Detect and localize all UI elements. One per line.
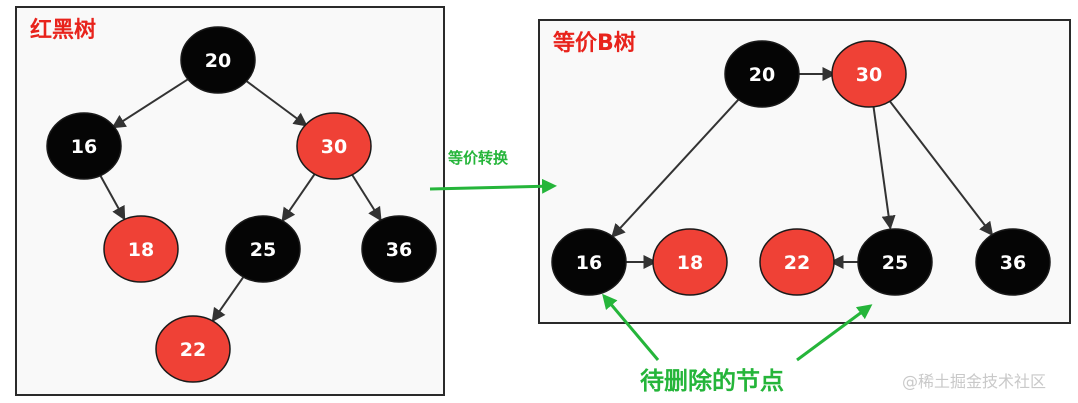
node-circle-30	[296, 112, 372, 180]
node-label-16: 16	[71, 136, 97, 158]
node-36: 36	[975, 228, 1051, 296]
delete-arrow-16	[602, 293, 660, 361]
red-black-tree-edges	[97, 75, 382, 323]
node-label-16: 16	[576, 252, 602, 274]
node-circle-16	[551, 228, 627, 296]
red-black-tree-title: 红黑树	[30, 17, 96, 43]
edge-20-to-16	[611, 95, 743, 239]
node-label-36: 36	[1000, 252, 1026, 274]
node-label-22: 22	[784, 252, 810, 274]
node-circle-20	[724, 40, 800, 108]
node-label-30: 30	[321, 136, 347, 158]
node-25: 25	[857, 228, 933, 296]
node-20: 20	[180, 26, 256, 94]
node-label-25: 25	[882, 252, 908, 274]
node-label-25: 25	[250, 239, 276, 261]
red-black-tree-nodes: 20 16 30 18 25 36 22	[46, 26, 437, 383]
edge-30-to-36	[886, 97, 994, 237]
node-circle-20	[180, 26, 256, 94]
b-tree-nodes: 20 30 16 18 22 25 36	[551, 40, 1051, 296]
node-label-20: 20	[749, 64, 775, 86]
node-30: 30	[296, 112, 372, 180]
node-label-20: 20	[205, 50, 231, 72]
node-circle-22	[155, 315, 231, 383]
edge-25-to-22	[211, 273, 247, 323]
delete-label: 待删除的节点	[640, 367, 784, 395]
node-16: 16	[46, 112, 122, 180]
node-25: 25	[225, 215, 301, 283]
node-circle-36	[975, 228, 1051, 296]
edge-30-to-25	[281, 170, 318, 223]
node-circle-25	[857, 228, 933, 296]
edge-16-to-18	[97, 171, 126, 221]
edge-20-to-16	[111, 75, 194, 129]
node-circle-25	[225, 215, 301, 283]
node-circle-18	[652, 228, 728, 296]
edge-30-to-25	[872, 103, 896, 230]
node-label-22: 22	[180, 339, 206, 361]
node-30: 30	[831, 40, 907, 108]
node-circle-36	[361, 215, 437, 283]
transform-arrow	[429, 178, 557, 194]
b-tree-title: 等价B树	[553, 30, 636, 56]
edge-20-to-30	[241, 77, 308, 127]
node-label-36: 36	[386, 239, 412, 261]
node-18: 18	[103, 215, 179, 283]
edge-30-to-36	[349, 170, 382, 222]
node-20: 20	[724, 40, 800, 108]
delete-arrow-25	[796, 304, 873, 362]
node-18: 18	[652, 228, 728, 296]
node-circle-18	[103, 215, 179, 283]
node-circle-30	[831, 40, 907, 108]
node-circle-16	[46, 112, 122, 180]
node-22: 22	[155, 315, 231, 383]
node-label-18: 18	[128, 239, 154, 261]
node-36: 36	[361, 215, 437, 283]
node-circle-22	[759, 228, 835, 296]
node-22: 22	[759, 228, 835, 296]
node-16: 16	[551, 228, 627, 296]
watermark: @稀土掘金技术社区	[902, 372, 1047, 391]
node-label-18: 18	[677, 252, 703, 274]
node-label-30: 30	[856, 64, 882, 86]
transform-label: 等价转换	[448, 149, 509, 167]
